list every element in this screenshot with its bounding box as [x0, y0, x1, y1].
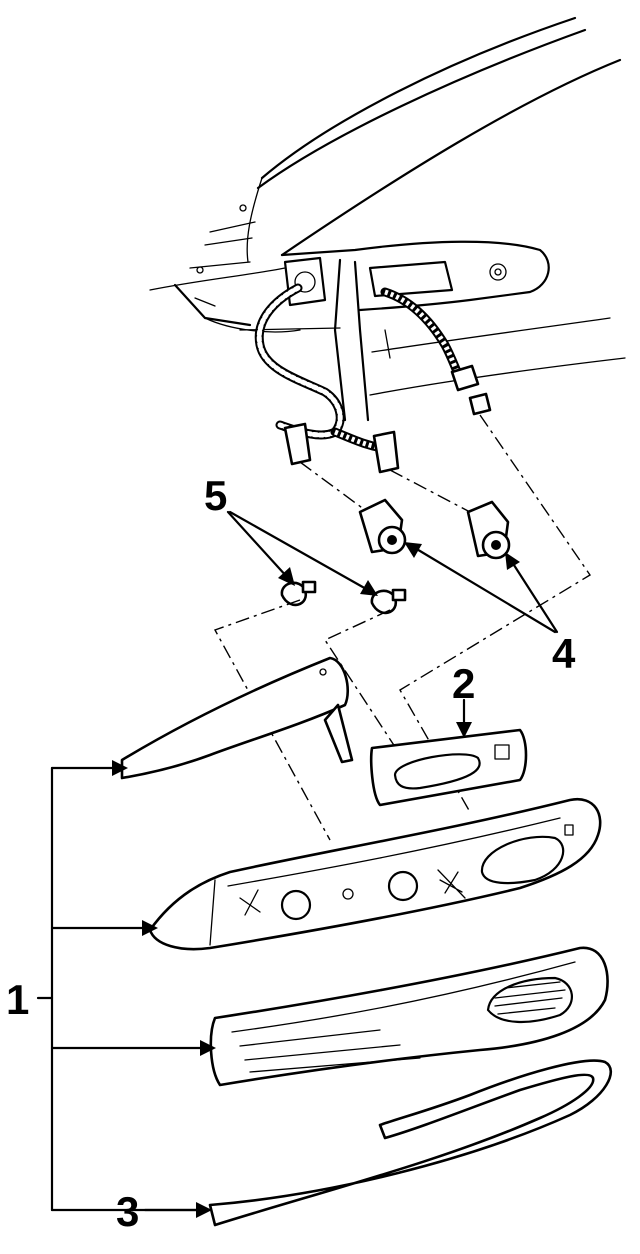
- quarter-panel: [149, 16, 626, 422]
- housing-cover: [120, 656, 354, 780]
- lamp-lens: [209, 946, 609, 1087]
- wiring-harness: [254, 283, 492, 474]
- bulb-sockets: [358, 498, 511, 560]
- callout-4: 4: [552, 630, 576, 677]
- bulbs: [280, 580, 407, 615]
- callout-1: 1: [6, 976, 29, 1023]
- callout-2: 2: [452, 660, 475, 707]
- callout-3: 3: [116, 1188, 139, 1235]
- callout-5: 5: [204, 472, 227, 519]
- lamp-housing: [148, 797, 602, 951]
- bezel-moulding: [208, 1059, 612, 1227]
- lamp-gasket: [369, 728, 528, 807]
- callout-leaders: [36, 510, 559, 1218]
